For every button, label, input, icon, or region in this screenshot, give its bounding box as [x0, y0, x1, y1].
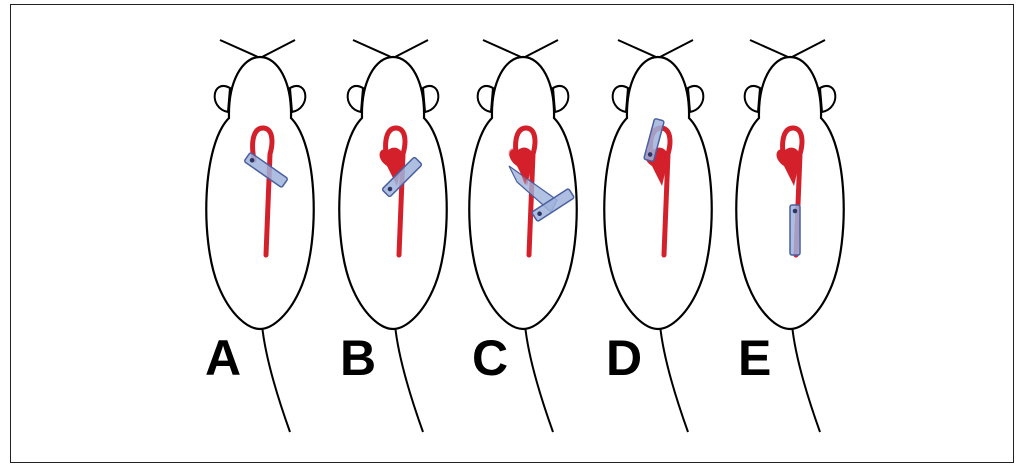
whisker-right	[525, 40, 558, 57]
ear-left	[745, 86, 760, 112]
whisker-left	[353, 40, 391, 57]
whisker-left	[220, 40, 258, 57]
whisker-right	[792, 40, 825, 57]
ear-right	[553, 86, 568, 112]
ear-right	[290, 86, 305, 112]
panel-label-b: B	[340, 333, 376, 383]
panel-label-c: C	[472, 333, 508, 383]
whisker-right	[660, 40, 693, 57]
tail	[525, 325, 553, 432]
ear-left	[613, 86, 628, 112]
probe-sensor-dot	[793, 209, 798, 214]
tail	[262, 325, 290, 432]
panel-label-d: D	[606, 333, 642, 383]
whisker-left	[618, 40, 656, 57]
tail	[660, 325, 688, 432]
tail	[395, 325, 423, 432]
whisker-right	[395, 40, 428, 57]
whisker-left	[483, 40, 521, 57]
whisker-left	[750, 40, 788, 57]
ear-left	[215, 86, 230, 112]
whisker-right	[262, 40, 295, 57]
ear-left	[348, 86, 363, 112]
ear-right	[688, 86, 703, 112]
panel-label-e: E	[738, 333, 771, 383]
tail	[792, 325, 820, 432]
ear-right	[423, 86, 438, 112]
panel-label-a: A	[205, 333, 241, 383]
probe	[790, 205, 800, 255]
ear-left	[478, 86, 493, 112]
ear-right	[820, 86, 835, 112]
